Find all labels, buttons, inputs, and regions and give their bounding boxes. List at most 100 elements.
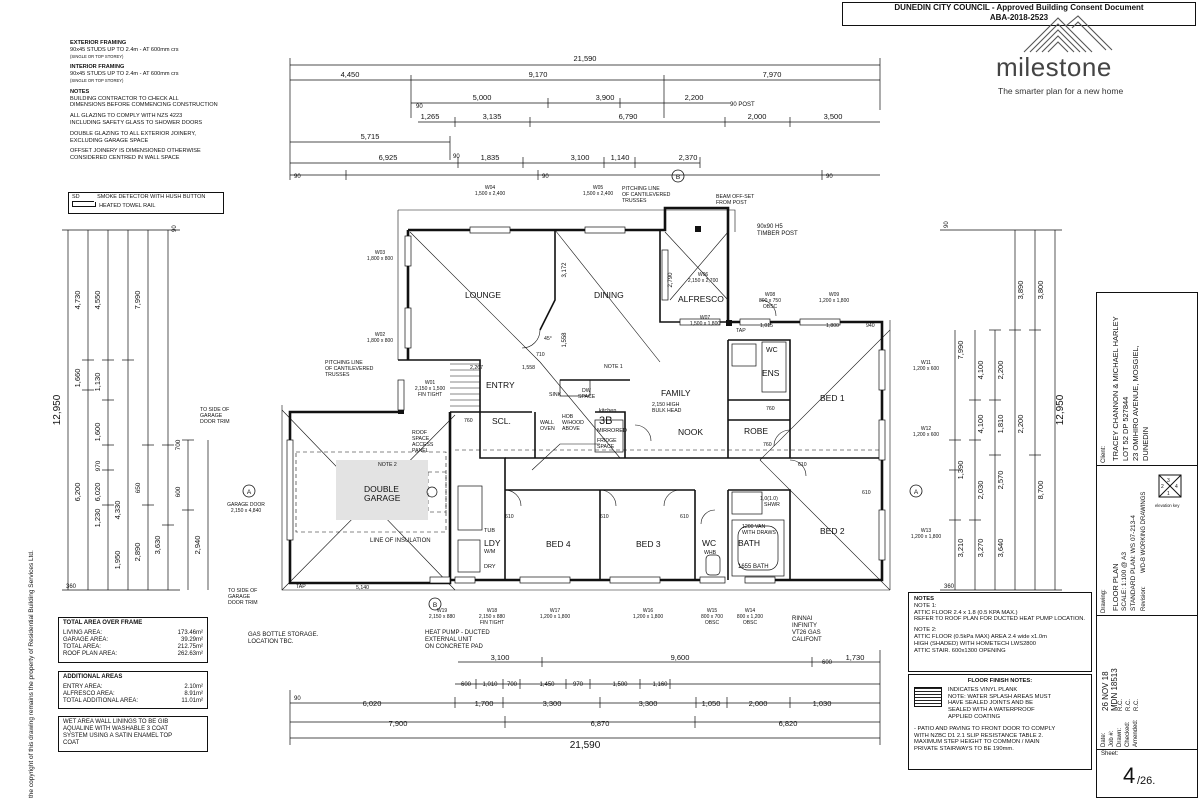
tap-label: TAP <box>736 328 746 334</box>
window-tag: W17 <box>550 608 561 614</box>
dim-1015: 1,015 <box>760 323 773 329</box>
window-tag: W13 <box>921 528 932 534</box>
dim-1558b: 1,558 <box>562 332 568 348</box>
window-openings <box>286 226 886 584</box>
room-label-robe: ROBE <box>744 426 768 436</box>
dim-top-r3: 1,265 <box>421 112 440 121</box>
room-label-bed2: BED 2 <box>820 526 845 536</box>
dim-top-r4: 5,715 <box>361 132 380 141</box>
title-block: Client: TRACEY CHANNON & MICHAEL HARLEY … <box>1096 292 1198 798</box>
room-label-dining: DINING <box>594 290 624 300</box>
beam-offset-label: BEAM OFF-SET <box>716 194 755 200</box>
dim-right-c: 3,270 <box>976 539 985 558</box>
pitching-line-label: PITCHING LINE <box>325 360 363 366</box>
dim-610: 610 <box>862 490 871 496</box>
tub-label: TUB <box>484 528 495 534</box>
dim-bot-r2: 600 <box>461 682 472 688</box>
dim-bot-r2: 1,160 <box>652 682 668 688</box>
kitchen-label: kitchen <box>599 408 616 414</box>
towel-rail-label: HEATED TOWEL RAIL <box>99 203 156 209</box>
window-tag: W08 <box>765 292 776 298</box>
dim-760: 760 <box>464 418 473 424</box>
roof-access-label: ROOF <box>412 430 427 436</box>
consent-line-1: DUNEDIN CITY COUNCIL - Approved Building… <box>894 3 1144 12</box>
ext-framing-line: 90x45 STUDS UP TO 2.4m - AT 600mm crs <box>70 46 179 53</box>
dim-left-d: 6,200 <box>73 483 82 502</box>
dim-left-a: 7,990 <box>133 291 142 310</box>
shower-label: SHWR <box>764 502 780 508</box>
note-2b: INCLUDING SAFETY GLASS TO SHOWER DOORS <box>70 119 203 126</box>
area-label: GARAGE AREA: <box>63 637 109 643</box>
window-size: 2,150 x 2,700 <box>688 278 719 284</box>
additional-area-title: ADDITIONAL AREAS <box>63 674 123 680</box>
window-tag: W02 <box>375 332 386 338</box>
kitchen-plan-code: 3B <box>599 415 612 427</box>
dim-left-d: 1,950 <box>113 551 122 570</box>
beam-offset-label: FROM POST <box>716 200 748 206</box>
dim-bot-r1: 1,730 <box>846 653 865 662</box>
roof-access-label: PANEL <box>412 448 429 454</box>
window-size: 800 x 700 <box>701 614 723 620</box>
wall-oven-label: WALL <box>540 420 554 426</box>
dim-left-e: 90 <box>172 225 178 232</box>
fixtures <box>426 341 787 577</box>
finish-line: HAVE SEALED JOINTS AND BE <box>948 700 1033 707</box>
califont-label: VT26 GAS <box>792 630 821 636</box>
door-trim-label: TO SIDE OF <box>200 407 229 413</box>
dim-top-90: 90 <box>453 154 460 160</box>
note2-marker: NOTE 2 <box>378 462 397 468</box>
window-size: 1,800 x 800 <box>367 256 393 262</box>
dim-left-c: 1,600 <box>93 423 102 442</box>
room-label-garage-2: GARAGE <box>364 493 401 503</box>
dim-top-r5: 1,140 <box>611 153 630 162</box>
hob-label: W/HOOD <box>562 420 584 426</box>
room-label-nook: NOOK <box>678 427 703 437</box>
dim-top-overall: 21,590 <box>574 54 597 63</box>
dim-bot-r2: 1,450 <box>539 682 555 688</box>
window-size: 1,500 x 1,800 <box>690 321 721 327</box>
total-area-title: TOTAL AREA OVER FRAME <box>63 620 143 626</box>
dim-right-b: 8,700 <box>1036 481 1045 500</box>
dim-top-90: 90 <box>542 174 549 180</box>
section-marker-b: B <box>676 174 680 181</box>
window-note: OBSC <box>743 620 758 626</box>
note1-marker: NOTE 1 <box>604 364 623 370</box>
garage-door-size: 2,150 x 4,840 <box>231 508 262 514</box>
roof-access-label: SPACE <box>412 436 430 442</box>
dim-bot-r3: 3,300 <box>543 699 562 708</box>
pitching-line-label: OF CANTILEVERED <box>325 366 374 372</box>
dim-top-90: 90 <box>826 174 833 180</box>
floor-finish-box: FLOOR FINISH NOTES: INDICATES VINYL PLAN… <box>908 674 1092 770</box>
symbol-legend: SD SMOKE DETECTOR WITH HUSH BUTTON HEATE… <box>68 192 224 214</box>
framing-notes: EXTERIOR FRAMING 90x45 STUDS UP TO 2.4m … <box>70 40 270 166</box>
room-label-bed4: BED 4 <box>546 539 571 549</box>
window-tag: W04 <box>485 185 496 191</box>
dim-bot-r3: 1,050 <box>702 699 721 708</box>
note-3a: DOUBLE GLAZING TO ALL EXTERIOR JOINERY, <box>70 130 196 137</box>
dim-top-r3: 3,135 <box>483 112 502 121</box>
window-size: 800 x 750 <box>759 298 781 304</box>
insulation-label: LINE OF INSULATION <box>370 538 431 544</box>
wet-area-note: WET AREA WALL LININGS TO BE GIB AQUALINE… <box>58 716 208 752</box>
interior-walls <box>398 230 882 580</box>
finish-line: SEALED WITH A WATERPROOF <box>948 707 1035 714</box>
area-label: ALFRESCO AREA: <box>63 691 115 697</box>
brand-tagline: The smarter plan for a new home <box>998 86 1124 96</box>
area-value: 173.46m² <box>177 630 203 636</box>
dim-right-b: 4,100 <box>976 415 985 434</box>
dim-bot-r1: 3,100 <box>491 653 510 662</box>
roof-access-label: ACCESS <box>412 442 434 448</box>
heat-pump-label: ON CONCRETE PAD <box>425 644 484 650</box>
gas-storage-label: GAS BOTTLE STORAGE. <box>248 632 319 638</box>
heat-pump-label: HEAT PUMP - DUCTED <box>425 630 490 636</box>
dim-left-c: 600 <box>175 486 182 497</box>
sheet-number: 4 <box>1123 763 1136 788</box>
note-3b: EXCLUDING GARAGE SPACE <box>70 137 149 144</box>
int-framing-title: INTERIOR FRAMING <box>70 64 125 71</box>
room-label-ens: ENS <box>762 368 780 378</box>
wall-oven-label: OVEN <box>540 426 555 432</box>
section-marker-b: B <box>433 602 437 609</box>
dim-top-r5: 1,835 <box>481 153 500 162</box>
elev-key-1: 1 <box>1167 491 1170 497</box>
room-label-laundry: LDY <box>484 538 501 548</box>
